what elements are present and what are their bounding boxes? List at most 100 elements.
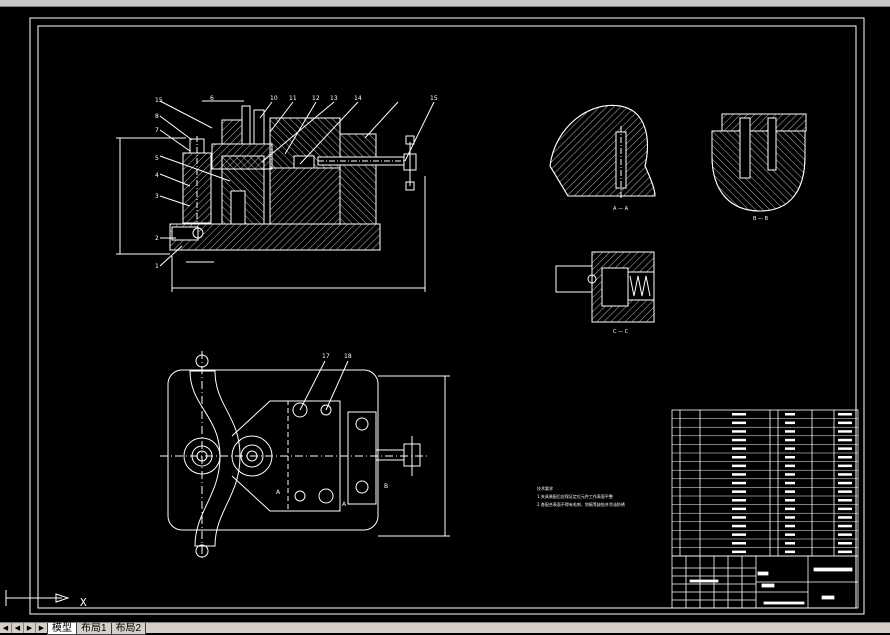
parts-list-cell-text <box>838 499 852 502</box>
section-marker-b: B <box>384 483 388 490</box>
tech-notes-line-2: 2.各配合表面不得有毛刺、划痕等缺陷并涂油防锈 <box>537 501 625 507</box>
parts-list-cell-text <box>732 524 746 528</box>
callout-17: 17 <box>322 353 330 360</box>
cad-drawing[interactable]: 15 8 7 5 4 3 2 1 10 11 12 13 14 15 6 <box>0 6 890 622</box>
parts-list-cell-text <box>785 507 795 511</box>
section-aa-label: A — A <box>613 206 629 212</box>
callout-4: 4 <box>155 172 159 179</box>
parts-list-cell-text <box>732 516 746 519</box>
first-tab-icon[interactable]: ◀ <box>0 623 12 633</box>
part-callouts: 15 8 7 5 4 3 2 1 10 11 12 13 14 15 6 <box>155 95 438 270</box>
section-bb-label: B — B <box>753 216 769 222</box>
tab-layout-2[interactable]: 布局2 <box>110 623 147 635</box>
parts-list-cell-text <box>838 413 852 416</box>
parts-list-cell-text <box>838 473 852 476</box>
parts-list-cell-text <box>732 490 746 493</box>
layout-tab-bar: ◀ ◀ ▶ ▶ 模型 布局1 布局2 <box>0 622 890 635</box>
parts-list-cell-text <box>732 456 746 459</box>
parts-list-cell-text <box>838 481 852 485</box>
title-block[interactable] <box>671 555 859 609</box>
parts-list-cell-text <box>785 413 795 416</box>
parts-list-cell-text <box>838 430 852 433</box>
callout-13: 13 <box>330 95 338 102</box>
callout-3: 3 <box>155 193 159 200</box>
parts-list-cell-text <box>785 464 795 468</box>
parts-list-cell-text <box>838 516 852 519</box>
parts-list-cell-text <box>732 447 746 450</box>
callout-11: 11 <box>289 95 297 102</box>
parts-list-cell-text <box>732 507 746 511</box>
section-bb-view[interactable] <box>711 113 807 212</box>
tech-notes-heading: 技术要求 <box>537 485 553 491</box>
tech-notes: 技术要求 1.夹具装配后应保证定位元件工作表面平整 2.各配合表面不得有毛刺、划… <box>537 485 625 507</box>
callout-2: 2 <box>155 235 159 242</box>
front-section-view[interactable] <box>116 100 435 292</box>
parts-list-cell-text <box>785 430 795 433</box>
parts-list-cell-text <box>732 464 746 468</box>
parts-list-cell-text <box>732 421 746 425</box>
parts-list-cell-text <box>838 533 852 536</box>
parts-list-cell-text <box>838 507 852 511</box>
prev-tab-icon[interactable]: ◀ <box>12 623 24 633</box>
parts-list-cell-text <box>785 550 795 554</box>
parts-list-cell-text <box>732 550 746 554</box>
parts-list-cell-text <box>838 421 852 425</box>
section-marker-a-bottom: A <box>342 501 347 508</box>
parts-list-rows <box>672 413 858 554</box>
parts-list-cell-text <box>785 490 795 493</box>
callout-12: 12 <box>312 95 320 102</box>
tab-model[interactable]: 模型 <box>47 623 77 635</box>
parts-list-table[interactable] <box>671 409 859 557</box>
callout-15: 15 <box>430 95 438 102</box>
parts-list-cell-text <box>785 542 795 545</box>
next-tab-icon[interactable]: ▶ <box>24 623 36 633</box>
section-marker-a-top: A <box>276 489 281 496</box>
callout-9: 15 <box>155 97 163 104</box>
callout-5: 5 <box>155 155 159 162</box>
section-cc-view[interactable] <box>555 251 655 323</box>
section-aa-view[interactable] <box>549 104 656 198</box>
plan-labels: 17 18 A A B <box>276 353 388 508</box>
parts-list-cell-text <box>838 550 852 554</box>
plan-view[interactable] <box>160 351 450 561</box>
inner-border <box>37 25 857 609</box>
parts-list-cell-text <box>732 438 746 442</box>
parts-list-cell-text <box>838 438 852 442</box>
parts-list-cell-text <box>838 490 852 493</box>
parts-list-cell-text <box>732 430 746 433</box>
ucs-icon <box>5 590 70 606</box>
callout-8: 8 <box>155 113 159 120</box>
parts-list-cell-text <box>838 542 852 545</box>
window-top-edge <box>0 0 890 7</box>
callout-1: 1 <box>155 263 159 270</box>
parts-list-cell-text <box>838 456 852 459</box>
parts-list-cell-text <box>732 481 746 485</box>
tab-layout-1[interactable]: 布局1 <box>76 623 112 635</box>
callout-7: 7 <box>155 127 159 134</box>
parts-list-cell-text <box>785 516 795 519</box>
parts-list-cell-text <box>785 421 795 425</box>
parts-list-cell-text <box>838 464 852 468</box>
parts-list-cell-text <box>785 481 795 485</box>
parts-list-cell-text <box>785 499 795 502</box>
parts-list-cell-text <box>732 473 746 476</box>
parts-list-cell-text <box>732 413 746 416</box>
callout-14: 14 <box>354 95 362 102</box>
parts-list-cell-text <box>838 524 852 528</box>
parts-list-cell-text <box>838 447 852 450</box>
ucs-x-label: X <box>80 596 87 609</box>
parts-list-cell-text <box>785 473 795 476</box>
parts-list-cell-text <box>785 524 795 528</box>
section-cc-label: C — C <box>613 329 629 335</box>
parts-list-cell-text <box>732 542 746 545</box>
parts-list-cell-text <box>785 447 795 450</box>
parts-list-cell-text <box>785 456 795 459</box>
parts-list-cell-text <box>732 533 746 536</box>
callout-18: 18 <box>344 353 352 360</box>
tech-notes-line-1: 1.夹具装配后应保证定位元件工作表面平整 <box>537 493 613 499</box>
parts-list-cell-text <box>732 499 746 502</box>
callout-10: 10 <box>270 95 278 102</box>
parts-list-cell-text <box>785 533 795 536</box>
callout-6: 6 <box>210 95 214 102</box>
